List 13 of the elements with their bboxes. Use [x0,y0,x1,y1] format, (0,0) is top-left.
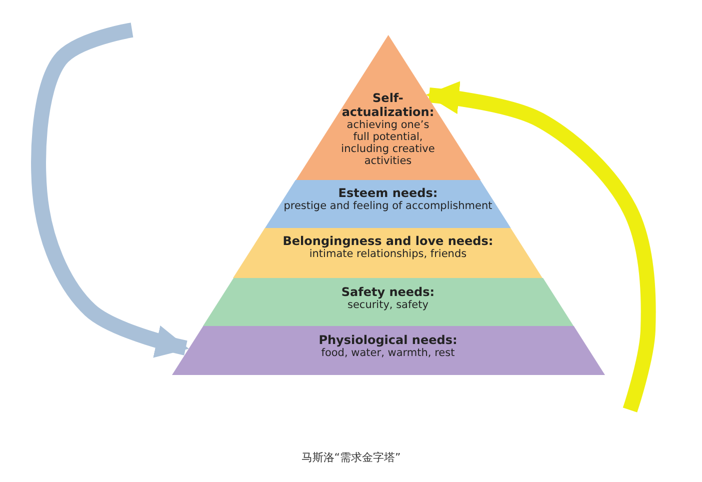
level-heading: Physiological needs: [318,333,458,347]
level-description: security, safety [346,299,430,311]
level-heading: Self- actualization: [340,91,436,119]
level-description: intimate relationships, friends [308,248,468,260]
caption: 马斯洛“需求金字塔” [301,451,401,464]
curved-arrow [31,22,189,358]
level-heading: Safety needs: [340,285,436,299]
level-description: achieving one’s full potential, including creative activities [340,119,436,167]
curved-arrow [426,81,656,412]
level-heading: Esteem needs: [337,186,439,200]
level-heading: Belongingness and love needs: [282,234,494,248]
level-description: food, water, warmth, rest [320,347,456,359]
level-description: prestige and feeling of accomplishment [282,200,494,212]
